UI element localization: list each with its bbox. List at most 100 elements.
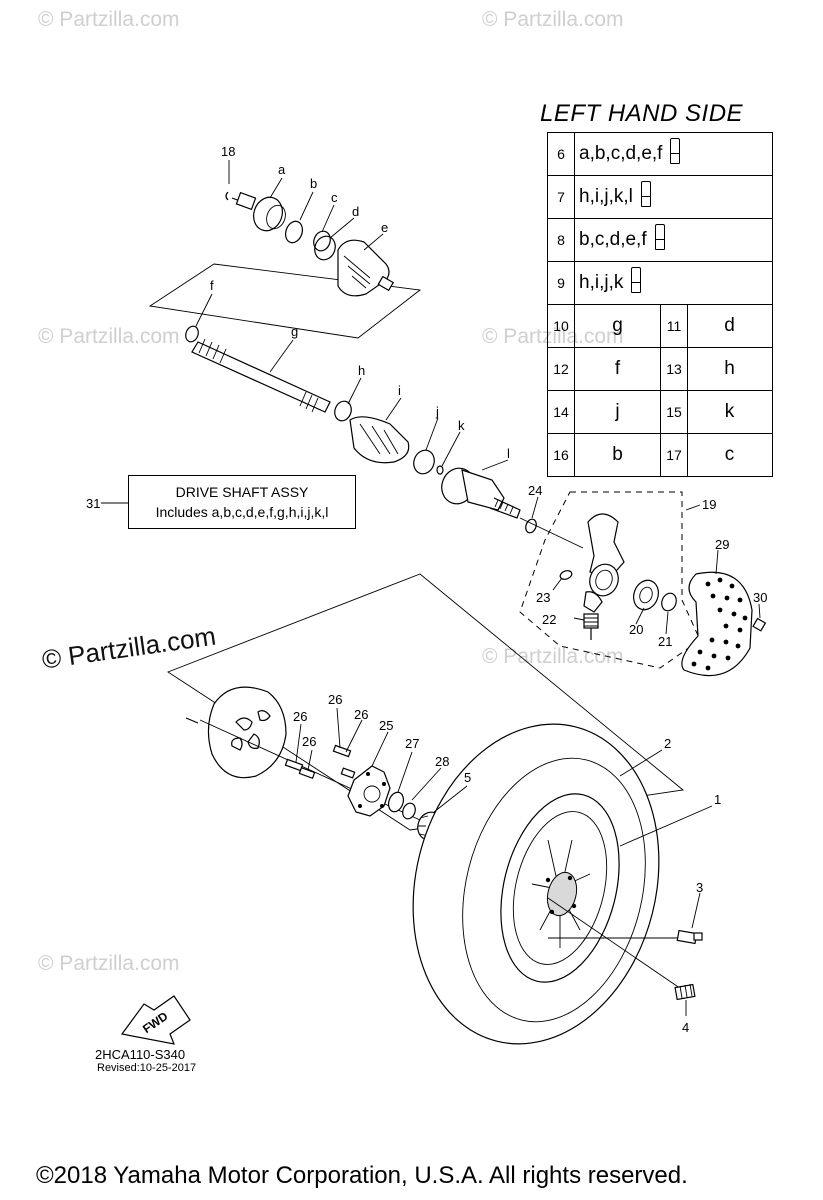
legend-number: 15	[660, 391, 688, 433]
legend-number: 9	[548, 262, 575, 304]
grease-tube-icon	[640, 181, 651, 207]
callout-28: 28	[435, 754, 449, 769]
callout-c: c	[331, 190, 338, 205]
callout-b: b	[310, 176, 317, 191]
legend-number: 13	[660, 348, 688, 390]
legend-title: LEFT HAND SIDE	[540, 100, 744, 127]
callout-5: 5	[464, 770, 471, 785]
legend-pair-row: 12 f 13 h	[548, 348, 772, 391]
callout-25: 25	[379, 718, 393, 733]
callout-20: 20	[629, 622, 643, 637]
diagram-code: 2HCA110-S340	[95, 1047, 186, 1062]
copyright-notice: ©2018 Yamaha Motor Corporation, U.S.A. A…	[36, 1162, 688, 1189]
callout-29: 29	[715, 537, 729, 552]
callout-k: k	[458, 418, 465, 433]
shaft-outline-box	[148, 263, 422, 339]
band-j	[413, 449, 435, 475]
callout-22: 22	[542, 612, 556, 627]
legend-part: d	[724, 315, 735, 336]
band-h	[334, 400, 352, 422]
watermark: © Partzilla.com	[38, 325, 180, 348]
legend-parts-text: h,i,j,k	[579, 272, 624, 293]
circlip-b	[284, 220, 304, 244]
ball-joint-22	[583, 613, 599, 640]
assy-title: DRIVE SHAFT ASSY	[175, 484, 309, 500]
cv-joint-l	[441, 467, 521, 519]
stud-bolts-26	[284, 744, 356, 779]
clip-k	[436, 465, 444, 475]
drive-shaft-assy-box: DRIVE SHAFT ASSY Includes a,b,c,d,e,f,g,…	[128, 475, 356, 529]
legend-parts: h,i,j,k,l	[579, 176, 651, 218]
callout-f: f	[210, 278, 214, 293]
boot-i	[349, 416, 410, 464]
washer-24	[525, 518, 537, 534]
wheel-hub-25	[347, 765, 391, 817]
washer-28	[402, 802, 416, 820]
legend-part: j	[615, 401, 620, 422]
watermark: © Partzilla.com	[38, 8, 180, 31]
lubrication-legend: 6 a,b,c,d,e,f 7 h,i,j,k,l 8 b,c,d,e,f 9 …	[547, 132, 773, 477]
callout-2: 2	[664, 736, 671, 751]
legend-parts-text: a,b,c,d,e,f	[579, 143, 663, 164]
legend-pair-row: 14 j 15 k	[548, 391, 772, 434]
bolt-30	[752, 617, 767, 632]
legend-number: 16	[548, 434, 575, 476]
revised-date: Revised:10-25-2017	[97, 1062, 197, 1074]
legend-parts: b,c,d,e,f	[579, 219, 665, 261]
circlip-21	[661, 592, 677, 612]
legend-part: f	[614, 358, 621, 379]
fwd-arrow-icon	[120, 995, 191, 1045]
circlip-23	[559, 570, 573, 580]
tire-valve-3	[676, 929, 703, 945]
wheel-rim-1	[500, 793, 620, 983]
legend-parts-text: h,i,j,k,l	[579, 186, 633, 207]
legend-row: 7 h,i,j,k,l	[548, 176, 772, 219]
legend-number: 10	[548, 305, 575, 347]
callout-30: 30	[753, 590, 767, 605]
callout-26: 26	[328, 692, 342, 707]
watermark: © Partzilla.com	[482, 8, 624, 31]
legend-row: 6 a,b,c,d,e,f	[548, 133, 772, 176]
callout-18: 18	[221, 144, 235, 159]
band-f	[185, 325, 199, 343]
callout-l: l	[507, 446, 510, 461]
callout-21: 21	[658, 634, 672, 649]
legend-row: 9 h,i,j,k	[548, 262, 772, 305]
callout-g: g	[291, 324, 298, 339]
legend-part: c	[724, 444, 735, 465]
hub-outline-box	[167, 573, 685, 831]
legend-number: 6	[548, 133, 575, 175]
grease-tube-icon	[670, 138, 681, 164]
callout-a: a	[278, 162, 286, 177]
band-c	[313, 230, 331, 252]
legend-number: 11	[660, 305, 688, 347]
legend-part: b	[612, 444, 623, 465]
legend-parts-text: b,c,d,e,f	[579, 229, 647, 250]
cv-joint-outer	[225, 191, 286, 232]
legend-number: 14	[548, 391, 575, 433]
callout-26: 26	[293, 709, 307, 724]
legend-pair-row: 16 b 17 c	[548, 434, 772, 476]
grease-tube-icon	[654, 224, 665, 250]
legend-number: 12	[548, 348, 575, 390]
drive-shaft-g	[191, 338, 331, 413]
legend-part: k	[724, 401, 735, 422]
callout-3: 3	[696, 880, 703, 895]
legend-parts: a,b,c,d,e,f	[579, 133, 681, 175]
callout-i: i	[398, 383, 401, 398]
grease-tube-icon	[631, 267, 642, 293]
callout-27: 27	[405, 736, 419, 751]
callout-23: 23	[536, 590, 550, 605]
legend-number: 8	[548, 219, 575, 261]
callout-h: h	[358, 363, 365, 378]
callout-26: 26	[302, 734, 316, 749]
boot-e	[337, 239, 395, 297]
callout-d: d	[352, 204, 359, 219]
screw-left	[185, 717, 199, 724]
legend-number: 7	[548, 176, 575, 218]
callout-24: 24	[528, 483, 542, 498]
valve-cap-4	[674, 983, 696, 1001]
watermark: © Partzilla.com	[482, 645, 624, 668]
